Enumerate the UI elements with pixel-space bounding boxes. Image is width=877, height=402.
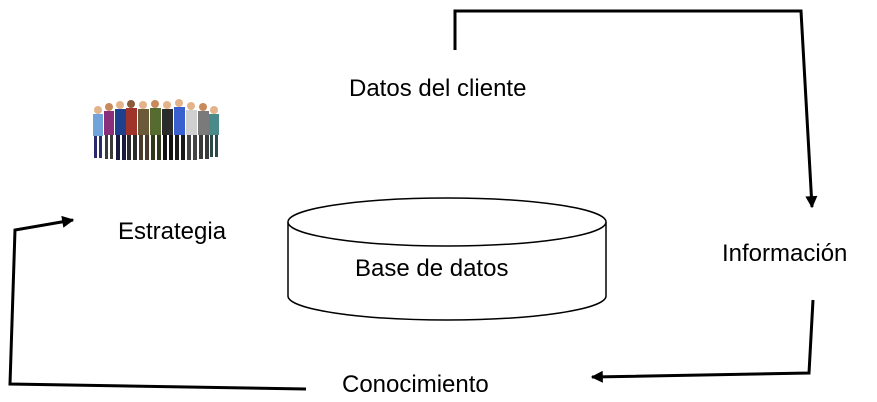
strategy-label: Estrategia (118, 218, 227, 245)
knowledge-label: Conocimiento (342, 371, 489, 398)
information-label: Información (722, 240, 848, 267)
arrow-information-to-knowledge (590, 299, 815, 383)
database-label: Base de datos (355, 255, 509, 282)
database-cylinder (287, 197, 607, 321)
people-group-icon (93, 99, 219, 160)
arrow-data-to-information (453, 9, 818, 209)
customer-data-label: Datos del cliente (349, 75, 527, 102)
arrow-knowledge-to-strategy (8, 215, 307, 391)
